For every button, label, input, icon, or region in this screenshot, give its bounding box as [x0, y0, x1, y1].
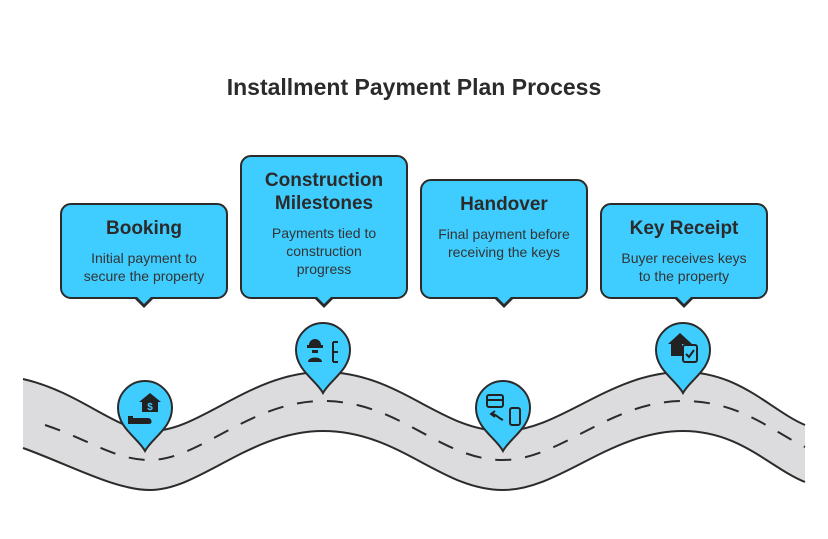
card-phone-payment-icon	[486, 394, 521, 426]
house-checklist-icon	[668, 333, 698, 363]
step-description: Final payment before receiving the keys	[438, 226, 570, 260]
step-card-construction: Construction Milestones Payments tied to…	[240, 155, 408, 308]
road-bottom-edge	[22, 429, 806, 492]
svg-text:$: $	[147, 402, 153, 413]
step-title: Key Receipt	[629, 218, 739, 239]
step-description: Payments tied to construction progress	[271, 225, 377, 277]
step-title: Booking	[106, 218, 182, 239]
pin-construction	[294, 322, 352, 396]
step-description: Buyer receives keys to the property	[621, 250, 747, 284]
callout-pointer	[673, 295, 695, 308]
diagram-title: Installment Payment Plan Process	[226, 74, 602, 100]
worker-scaffold-icon	[307, 339, 338, 363]
road-center-line	[44, 399, 806, 462]
callout-pointer	[313, 295, 335, 308]
callout-pointer	[133, 295, 155, 308]
pin-booking: $	[116, 380, 174, 454]
pin-handover	[474, 380, 532, 454]
road	[23, 372, 805, 490]
callout-pointer	[493, 295, 515, 308]
hand-house-dollar-icon: $	[128, 393, 161, 424]
pin-key-receipt	[654, 322, 712, 396]
step-card-booking: Booking Initial payment to secure the pr…	[60, 203, 228, 308]
step-card-handover: Handover Final payment before receiving …	[420, 179, 588, 308]
step-title: Construction Milestones	[264, 170, 384, 214]
step-title: Handover	[460, 194, 548, 215]
step-description: Initial payment to secure the property	[83, 250, 205, 284]
step-card-key-receipt: Key Receipt Buyer receives keys to the p…	[600, 203, 768, 308]
